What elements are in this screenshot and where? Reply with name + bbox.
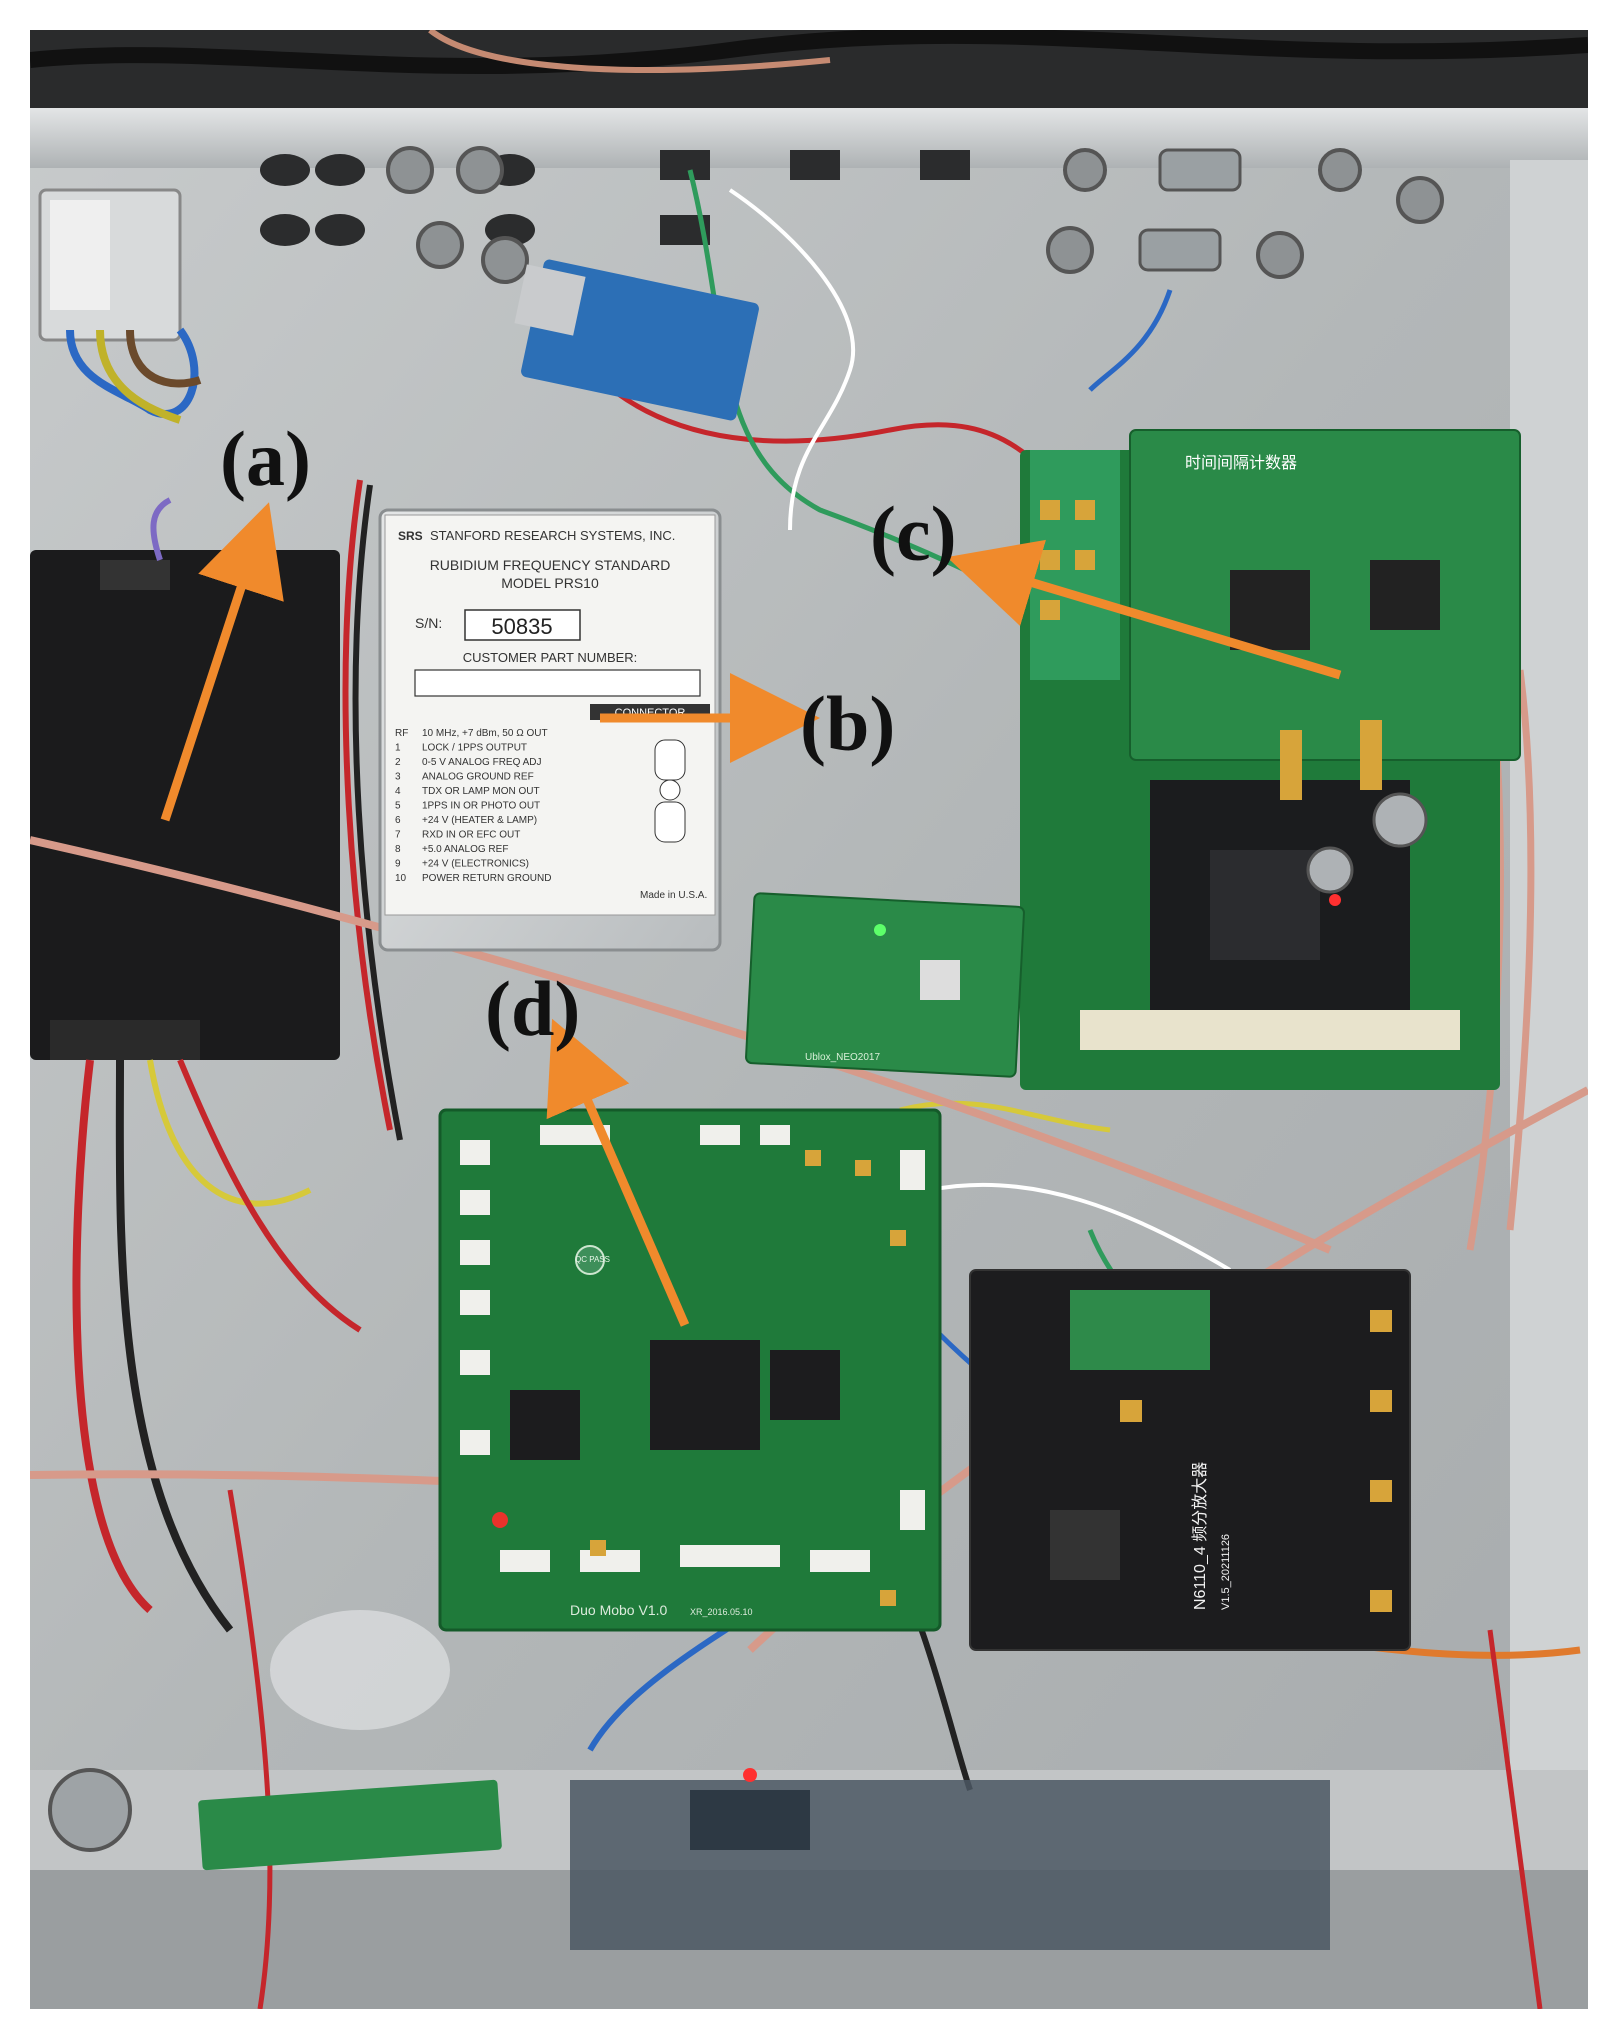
pin-number: 6 bbox=[395, 815, 401, 826]
label-c: (c) bbox=[870, 490, 957, 577]
srs-logo: SRS bbox=[398, 529, 423, 543]
srs-made-in: Made in U.S.A. bbox=[640, 890, 707, 901]
pin-number: 7 bbox=[395, 830, 401, 841]
pin-number: 3 bbox=[395, 772, 401, 783]
rubidium-module: SRS STANFORD RESEARCH SYSTEMS, INC. RUBI… bbox=[378, 508, 722, 952]
arrow-c bbox=[946, 539, 1342, 680]
pin-description: TDX OR LAMP MON OUT bbox=[422, 786, 540, 797]
emi-filter bbox=[38, 188, 202, 424]
amp-label: N6110_4 频分放大器 bbox=[1191, 1462, 1209, 1610]
pin-number: 1 bbox=[395, 743, 401, 754]
gps-label: Ublox_NEO2017 bbox=[805, 1052, 880, 1063]
pin-number: 5 bbox=[395, 801, 401, 812]
pin-description: LOCK / 1PPS OUTPUT bbox=[422, 743, 527, 754]
pin-description: 1PPS IN OR PHOTO OUT bbox=[422, 801, 540, 812]
srs-customer: CUSTOMER PART NUMBER: bbox=[463, 650, 638, 665]
rear-connectors bbox=[386, 146, 1444, 284]
label-b: (b) bbox=[800, 680, 896, 767]
coax-cable bbox=[30, 836, 1332, 1254]
qc-label: QC PASS bbox=[575, 1255, 610, 1264]
amp-version: V1.5_20211126 bbox=[1220, 1534, 1232, 1610]
mobo-date: XR_2016.05.10 bbox=[690, 1607, 753, 1617]
srs-title-1: RUBIDIUM FREQUENCY STANDARD bbox=[430, 557, 671, 573]
label-d: (d) bbox=[485, 965, 581, 1052]
amp-board: N6110_4 频分放大器 V1.5_20211126 bbox=[969, 1269, 1411, 1651]
pin-number: RF bbox=[395, 728, 408, 739]
power-supply bbox=[30, 497, 362, 1633]
tic-board-label: 时间间隔计数器 bbox=[1185, 454, 1297, 472]
pin-table: RF 10 MHz, +7 dBm, 50 Ω OUT 1 LOCK / 1PPS O… bbox=[395, 728, 551, 884]
pin-description: POWER RETURN GROUND bbox=[422, 873, 551, 884]
pin-description: +5.0 ANALOG REF bbox=[422, 844, 508, 855]
bottom-parts bbox=[48, 1610, 1330, 1950]
pin-description: +24 V (HEATER & LAMP) bbox=[422, 815, 537, 826]
srs-sn-label: S/N: bbox=[415, 615, 442, 631]
srs-maker: STANFORD RESEARCH SYSTEMS, INC. bbox=[430, 528, 675, 543]
arrow-d bbox=[546, 1018, 690, 1327]
pin-number: 9 bbox=[395, 859, 401, 870]
hardware-photo: SRS STANFORD RESEARCH SYSTEMS, INC. RUBI… bbox=[30, 30, 1588, 2009]
mobo-board: QC PASS Duo Mobo V1.0 XR_2016.05.10 bbox=[438, 1108, 942, 1632]
pin-description: RXD IN OR EFC OUT bbox=[422, 830, 520, 841]
annotation-arrows bbox=[160, 502, 1342, 1327]
pin-description: 10 MHz, +7 dBm, 50 Ω OUT bbox=[422, 728, 548, 739]
label-a: (a) bbox=[220, 415, 311, 502]
pin-description: ANALOG GROUND REF bbox=[422, 772, 534, 783]
photo-scene: SRS STANFORD RESEARCH SYSTEMS, INC. RUBI… bbox=[30, 30, 1588, 2009]
pin-number: 8 bbox=[395, 844, 401, 855]
srs-serial: 50835 bbox=[491, 614, 552, 639]
arrow-a bbox=[160, 502, 284, 822]
mobo-label: Duo Mobo V1.0 bbox=[570, 1602, 667, 1618]
pin-description: +24 V (ELECTRONICS) bbox=[422, 859, 529, 870]
pin-number: 10 bbox=[395, 873, 407, 884]
srs-title-2: MODEL PRS10 bbox=[501, 575, 599, 591]
ethernet-module bbox=[514, 259, 759, 421]
pin-number: 4 bbox=[395, 786, 401, 797]
gps-module: Ublox_NEO2017 bbox=[745, 892, 1025, 1078]
pin-number: 2 bbox=[395, 757, 401, 768]
pin-description: 0-5 V ANALOG FREQ ADJ bbox=[422, 757, 541, 768]
tic-board: 时间间隔计数器 bbox=[1020, 429, 1521, 1090]
vent-holes bbox=[260, 150, 970, 246]
